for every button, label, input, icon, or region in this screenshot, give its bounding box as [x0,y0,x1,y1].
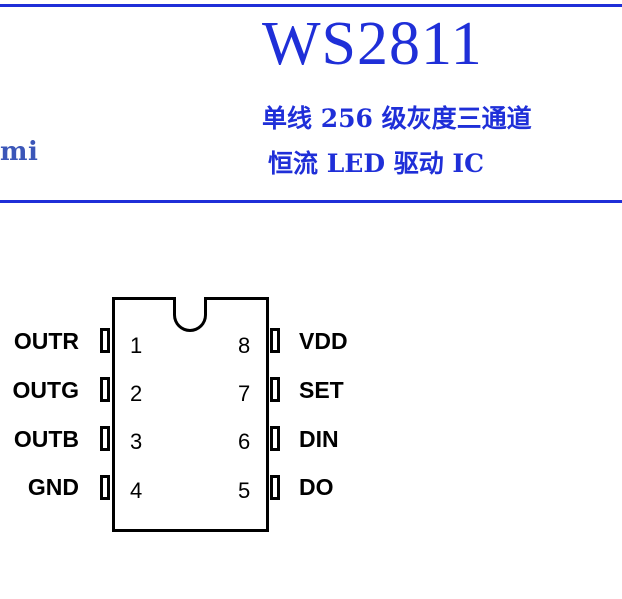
pin-label-gnd: GND [27,474,79,500]
page-title: WS2811 [262,10,483,78]
pin-number-5: 5 [238,478,251,503]
pin-label-outb: OUTB [13,426,79,452]
pin-label-din: DIN [299,426,339,452]
header-bottom-rule [0,200,622,203]
pin-number-3: 3 [130,429,143,454]
pin-tab-1 [100,328,110,353]
pin-number-4: 4 [130,478,143,503]
pin-label-outg: OUTG [12,377,79,403]
pin-tab-2 [100,377,110,402]
header-top-rule [0,4,622,7]
pin-number-1: 1 [130,333,143,358]
pin-label-do: DO [299,474,334,500]
pin-tab-7 [270,377,280,402]
pin-tab-4 [100,475,110,500]
pin-label-set: SET [299,377,344,403]
pin-tab-3 [100,426,110,451]
company-logo-text: mi [0,137,39,167]
document-header: mi WS2811 单线 256 级灰度三通道 恒流 LED 驱动 IC [0,0,622,207]
subtitle-line-1: 单线 256 级灰度三通道 [262,104,532,133]
pin1-orientation-notch [173,297,207,332]
pin-label-vdd: VDD [299,328,348,354]
pin-tab-6 [270,426,280,451]
ic-package-body [112,297,269,532]
subtitle-line-2: 恒流 LED 驱动 IC [268,149,485,178]
pin-number-7: 7 [238,381,251,406]
pin-tab-5 [270,475,280,500]
pin-label-outr: OUTR [13,328,79,354]
pin-number-8: 8 [238,333,251,358]
pin-tab-8 [270,328,280,353]
pin-number-2: 2 [130,381,143,406]
pin-number-6: 6 [238,429,251,454]
